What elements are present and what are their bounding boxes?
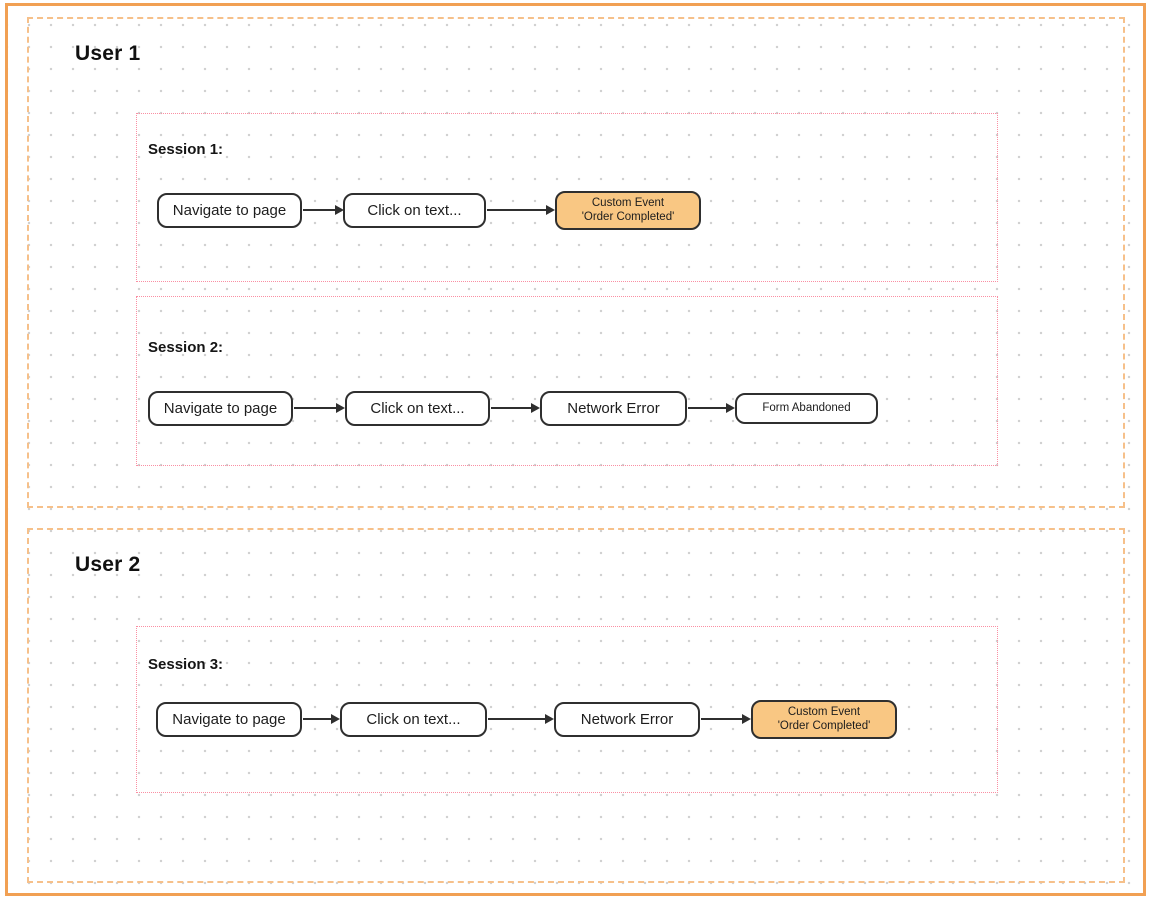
- flow-node-navigate-to-page: Navigate to page: [148, 391, 293, 426]
- flow-arrow: [701, 718, 742, 720]
- flow-arrow: [487, 209, 546, 211]
- flow-node-label-line1: Custom Event: [787, 705, 861, 718]
- flow-arrow: [688, 407, 726, 409]
- flow-node-navigate-to-page: Navigate to page: [157, 193, 302, 228]
- session-3-title: Session 3:: [148, 656, 224, 673]
- flow-arrow: [294, 407, 336, 409]
- user-1-title: User 1: [75, 42, 141, 65]
- session-2-box: [136, 296, 998, 466]
- flow-node-custom-event: Custom Event 'Order Completed': [555, 191, 701, 230]
- user-2-title: User 2: [75, 553, 141, 576]
- flow-node-label: Click on text...: [367, 201, 462, 219]
- flow-arrow: [491, 407, 531, 409]
- flow-node-click-on-text: Click on text...: [340, 702, 487, 737]
- flow-node-label: Form Abandoned: [762, 401, 851, 414]
- dot-grid-background: [8, 6, 1143, 893]
- flow-arrow: [303, 209, 335, 211]
- flow-node-label: Navigate to page: [163, 399, 278, 417]
- flow-node-custom-event: Custom Event 'Order Completed': [751, 700, 897, 739]
- flow-node-label-line2: 'Order Completed': [777, 719, 871, 732]
- session-1-box: [136, 113, 998, 282]
- flow-node-label: Click on text...: [370, 399, 465, 417]
- flow-node-label-line1: Custom Event: [591, 196, 665, 209]
- session-2-title: Session 2:: [148, 339, 224, 356]
- session-3-box: [136, 626, 998, 793]
- session-1-title: Session 1:: [148, 141, 224, 158]
- flow-node-label: Network Error: [580, 710, 674, 728]
- flow-arrow: [303, 718, 331, 720]
- flow-node-label-line2: 'Order Completed': [581, 210, 675, 223]
- user-2-group-box: [27, 528, 1125, 883]
- flow-node-form-abandoned: Form Abandoned: [735, 393, 878, 424]
- flow-arrow: [488, 718, 545, 720]
- flow-node-label: Navigate to page: [172, 201, 287, 219]
- flow-node-navigate-to-page: Navigate to page: [156, 702, 302, 737]
- flow-node-click-on-text: Click on text...: [345, 391, 490, 426]
- flow-node-label: Click on text...: [366, 710, 461, 728]
- flow-node-click-on-text: Click on text...: [343, 193, 486, 228]
- flow-node-label: Network Error: [567, 399, 660, 417]
- flow-node-network-error: Network Error: [540, 391, 687, 426]
- user-1-group-box: [27, 17, 1125, 508]
- flow-node-label: Navigate to page: [172, 710, 286, 728]
- flow-node-network-error: Network Error: [554, 702, 700, 737]
